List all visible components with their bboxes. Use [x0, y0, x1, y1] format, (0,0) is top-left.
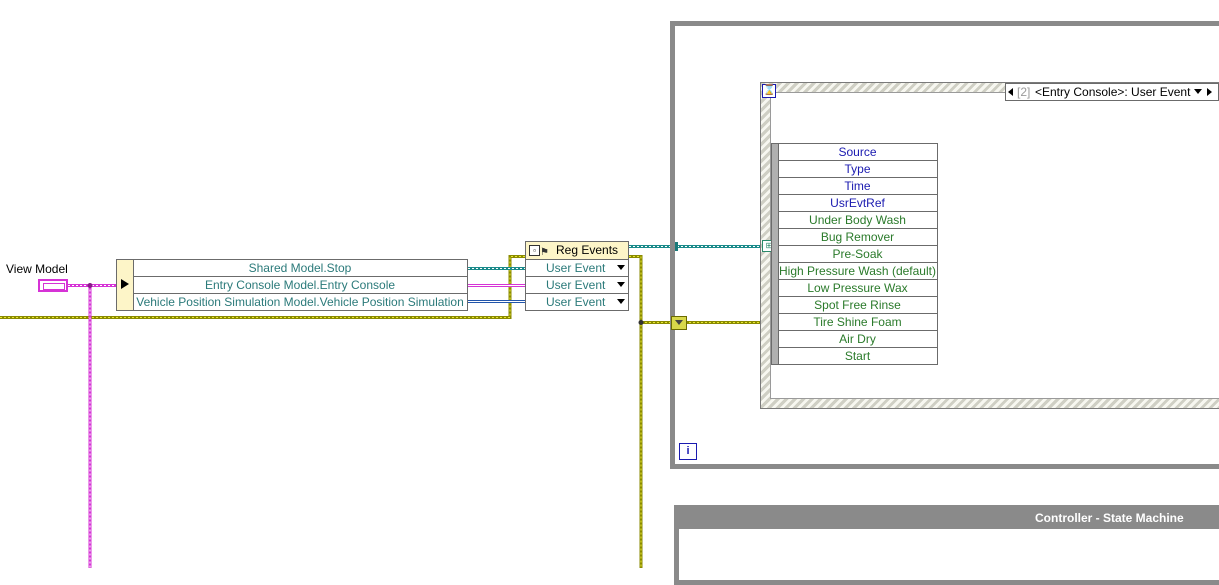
event-data-field[interactable]: Start	[844, 349, 871, 363]
chevron-down-icon[interactable]	[617, 282, 625, 287]
event-data-field[interactable]: Source	[778, 144, 937, 161]
view-model-label: View Model	[6, 262, 68, 276]
reg-events-row-label: User Event	[546, 295, 606, 309]
register-for-events-node[interactable]: ▫ ⚑ Reg Events User Event User Event Use…	[525, 241, 629, 311]
controller-title: Controller - State Machine	[1035, 511, 1184, 525]
unbundle-item[interactable]: Shared Model.Stop	[133, 260, 467, 277]
case-index: [2]	[1017, 85, 1031, 99]
chevron-down-icon[interactable]	[617, 299, 625, 304]
reg-events-row[interactable]: User Event	[526, 294, 628, 310]
event-data-field[interactable]: Air Dry	[778, 331, 937, 348]
case-label: <Entry Console>: User Event	[1035, 85, 1191, 99]
while-loop-frame[interactable]	[670, 21, 1219, 469]
reg-events-row[interactable]: User Event	[526, 277, 628, 294]
event-data-field[interactable]: Pre-Soak	[778, 246, 937, 263]
previous-case-icon[interactable]	[1008, 88, 1013, 96]
event-structure-timeout-icon[interactable]: ⌛	[762, 84, 776, 98]
shift-register-icon[interactable]	[671, 316, 687, 330]
unbundle-arrow-icon	[121, 279, 129, 289]
reg-events-row[interactable]: User Event	[526, 260, 628, 277]
event-data-field[interactable]: Tire Shine Foam	[778, 314, 937, 331]
event-data-node-border	[772, 144, 779, 364]
event-data-field[interactable]: Bug Remover	[778, 229, 937, 246]
chevron-down-icon[interactable]	[617, 265, 625, 270]
event-data-field[interactable]: Time	[778, 178, 937, 195]
event-data-field[interactable]: Spot Free Rinse	[778, 297, 937, 314]
event-data-field[interactable]: High Pressure Wash (default)	[778, 264, 937, 280]
block-diagram-wires	[0, 242, 770, 568]
unbundle-input-strip	[117, 260, 134, 310]
event-data-field[interactable]: Low Pressure Wax	[778, 280, 937, 297]
chevron-down-icon[interactable]	[1194, 89, 1202, 94]
reg-events-flag-icon: ⚑	[540, 247, 549, 258]
reg-events-header: ▫ ⚑ Reg Events	[526, 242, 628, 260]
reg-events-row-label: User Event	[546, 261, 606, 275]
event-data-field[interactable]: UsrEvtRef	[778, 195, 937, 212]
unbundle-by-name-node[interactable]: Shared Model.Stop Entry Console Model.En…	[116, 259, 468, 311]
iteration-terminal-icon[interactable]: i	[679, 443, 697, 460]
view-model-terminal[interactable]	[38, 279, 68, 292]
controller-title-bar	[674, 505, 1219, 529]
event-data-field[interactable]: Type	[778, 161, 937, 178]
event-data-field[interactable]: Under Body Wash	[778, 212, 937, 229]
event-case-selector[interactable]: [2] <Entry Console>: User Event	[1005, 83, 1219, 101]
reg-events-row-label: User Event	[546, 278, 606, 292]
unbundle-item[interactable]: Vehicle Position Simulation Model.Vehicl…	[136, 295, 464, 309]
reg-events-title: Reg Events	[556, 243, 619, 257]
reg-events-icon: ▫	[529, 245, 540, 256]
unbundle-item[interactable]: Entry Console Model.Entry Console	[133, 277, 467, 294]
next-case-icon[interactable]	[1207, 88, 1212, 96]
